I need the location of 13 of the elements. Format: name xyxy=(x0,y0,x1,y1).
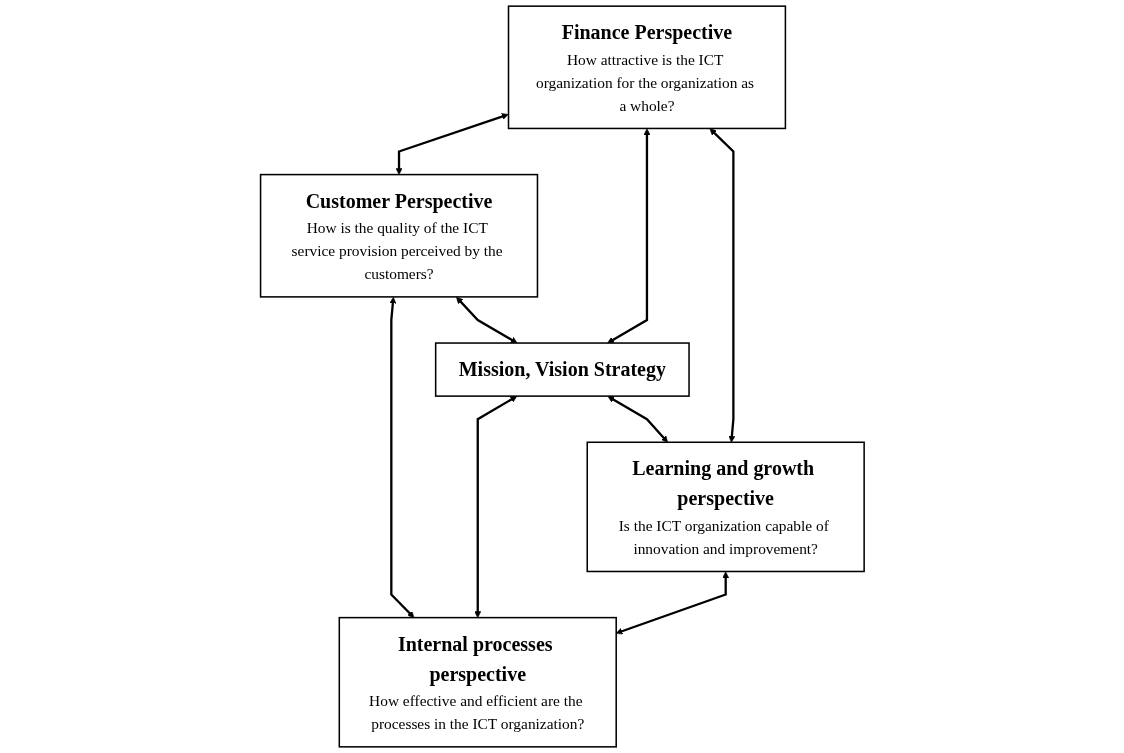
arrow xyxy=(395,113,509,175)
arrow xyxy=(709,128,735,443)
node-box: Learning and growth perspective Is the ICT organization capable of innovation and improvement? xyxy=(586,441,865,573)
node-box: Customer Perspective How is the quality of the ICT service provision perceived by the customers? xyxy=(259,173,538,298)
node-box: Internal processes perspective How effective and efficient are the processes in the ICT organization? xyxy=(338,616,617,748)
arrow xyxy=(474,395,517,618)
arrow xyxy=(455,296,518,344)
arrow xyxy=(615,571,729,635)
arrow xyxy=(607,395,668,443)
node-box: Mission, Vision Strategy xyxy=(434,342,690,397)
arrow xyxy=(389,296,414,618)
arrow xyxy=(606,128,650,344)
node-box: Finance Perspective How attractive is the ICT organization for the organization as a whole? xyxy=(507,5,786,130)
